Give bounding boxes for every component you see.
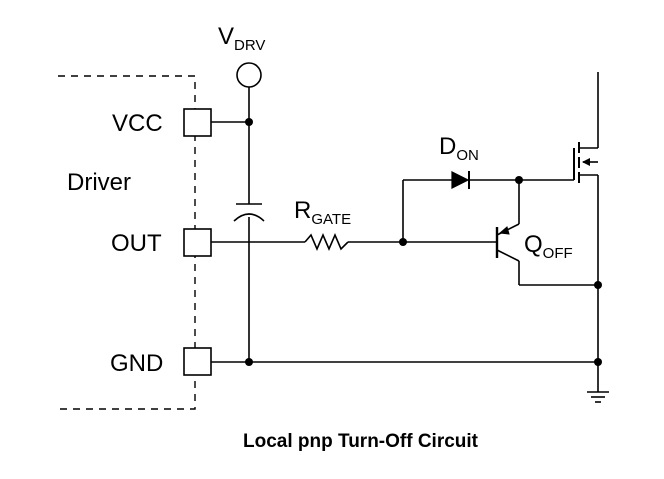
out-label: OUT [111,230,162,257]
caption: Local pnp Turn-Off Circuit [243,431,479,452]
vcc-label: VCC [112,110,163,137]
junction-dot [245,358,253,366]
gnd-label: GND [110,350,163,377]
junction-dot [594,358,602,366]
rgate-label: RGATE [294,197,351,228]
vdrv-supply-symbol [236,62,262,88]
don-label: DON [439,133,479,164]
junction-dot [245,118,253,126]
vdrv-label: VDRV [218,23,265,54]
mosfet-body-arrow [582,158,590,166]
gnd-pin [183,347,212,376]
qoff-collector [496,249,520,262]
capacitor-plate-bottom [233,213,265,222]
junction-dot [594,281,602,289]
don-diode [451,171,470,189]
out-pin [183,228,212,257]
qoff-label: QOFF [524,231,573,262]
junction-dot [399,238,407,246]
vcc-pin [183,108,212,137]
junction-dot [515,176,523,184]
driver-label: Driver [67,169,131,196]
qoff-emitter-arrow [498,226,510,235]
rgate-resistor [304,232,349,252]
